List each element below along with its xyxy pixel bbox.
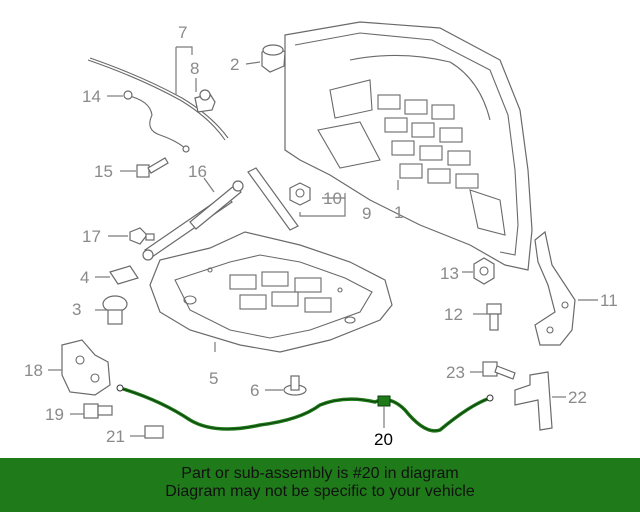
- callout-11: 11: [600, 291, 618, 310]
- bumper-stop: [261, 44, 286, 73]
- callout-5: 5: [209, 369, 218, 388]
- callout-12: 12: [444, 305, 463, 324]
- bracket-22: [514, 371, 553, 431]
- grommet-3: [102, 295, 128, 325]
- hood-panel: [284, 21, 533, 271]
- nut-10: [289, 182, 311, 206]
- cable-14: [123, 90, 190, 153]
- callout-9: 9: [362, 204, 371, 223]
- hinge: [534, 230, 576, 346]
- clip-8: [194, 89, 216, 113]
- latch-18: [61, 339, 111, 396]
- parts-diagram: 1 2 3 4 5 6 7 8 9 10 11 12 13 14 15 16 1…: [24, 21, 618, 449]
- footer-line-1: Part or sub-assembly is #20 in diagram: [181, 465, 459, 482]
- callout-23: 23: [446, 363, 465, 382]
- nut-13: [473, 257, 495, 285]
- callout-3: 3: [72, 300, 81, 319]
- callout-10: 10: [323, 189, 342, 208]
- lift-support: [142, 180, 244, 261]
- callout-14: 14: [82, 87, 101, 106]
- callout-13: 13: [440, 264, 459, 283]
- callout-4: 4: [80, 268, 89, 287]
- callout-20: 20: [374, 430, 393, 449]
- footer-banner: Part or sub-assembly is #20 in diagram D…: [0, 458, 640, 512]
- footer-line-2: Diagram may not be specific to your vehi…: [165, 483, 475, 500]
- callout-16: 16: [188, 162, 207, 181]
- callouts: 1 2 3 4 5 6 7 8 9 10 11 12 13 14 15 16 1…: [24, 23, 618, 449]
- bolt-21: [144, 425, 164, 439]
- callout-2: 2: [230, 55, 239, 74]
- callout-8: 8: [190, 59, 199, 78]
- bolt-12: [486, 303, 502, 331]
- screw-17: [129, 227, 155, 245]
- bolt-19: [83, 403, 113, 419]
- callout-21: 21: [106, 427, 125, 446]
- callout-17: 17: [82, 227, 101, 246]
- callout-19: 19: [45, 405, 64, 424]
- callout-15: 15: [94, 162, 113, 181]
- bolt-15: [136, 157, 169, 178]
- hood-insulator: [149, 231, 393, 353]
- leader-lines: [48, 46, 598, 437]
- callout-18: 18: [24, 361, 43, 380]
- weatherstrip: [87, 57, 229, 141]
- clip-4: [109, 265, 139, 285]
- callout-6: 6: [250, 381, 259, 400]
- callout-22: 22: [568, 388, 587, 407]
- callout-7: 7: [178, 23, 187, 42]
- seal-strip: [247, 167, 299, 231]
- bolt-23: [482, 361, 516, 380]
- callout-1: 1: [394, 203, 403, 222]
- pin-6: [283, 375, 307, 396]
